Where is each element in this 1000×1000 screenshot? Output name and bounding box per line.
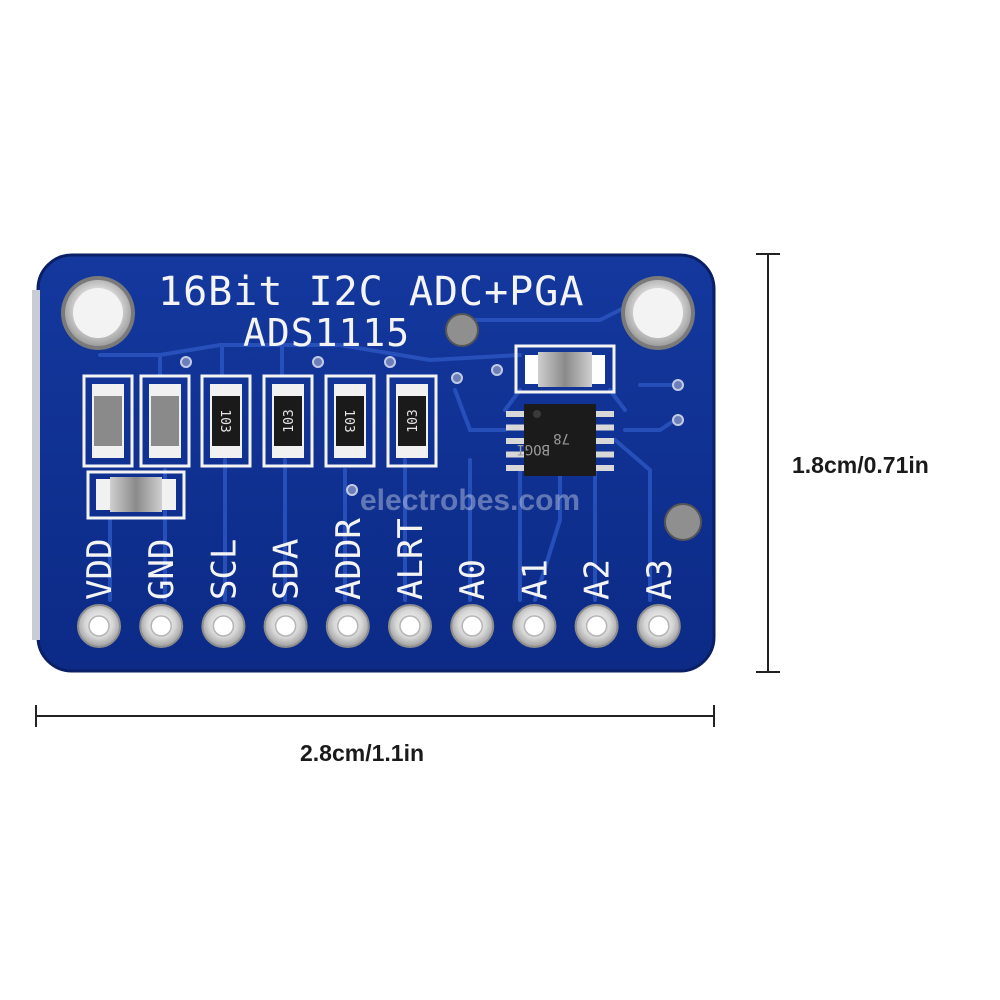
pin-pad-scl xyxy=(201,604,246,648)
chip-marking-line2: BOGI xyxy=(516,441,550,457)
width-dimension-line xyxy=(35,705,715,727)
vias xyxy=(180,356,684,496)
resistor: 103 xyxy=(324,374,376,468)
chip-pin xyxy=(506,411,524,417)
capacitor-top-right xyxy=(514,344,616,394)
chip-pin xyxy=(596,438,614,444)
pin-pad-a1 xyxy=(512,604,557,648)
resistor-code: 103 xyxy=(282,409,297,432)
chip-pin xyxy=(596,424,614,431)
capacitor-lower xyxy=(86,470,186,520)
pin-pad-gnd xyxy=(139,604,184,648)
chip-pin xyxy=(506,424,524,431)
height-dimension-label: 1.8cm/0.71in xyxy=(792,452,929,478)
pin-header: VDD GND SCL SDA ADDR ALRT A0 A1 A2 A3 xyxy=(77,518,681,648)
pin-pad-addr xyxy=(325,604,370,648)
fiducial-top xyxy=(445,313,479,347)
chip-pin xyxy=(596,465,614,471)
resistor: 103 xyxy=(262,374,314,468)
resistor-code: 103 xyxy=(341,409,356,432)
pin-pad-a2 xyxy=(574,604,619,648)
ads1115-chip: 78 BOGI xyxy=(506,404,614,476)
smd-components: 103 103 103 103 xyxy=(82,374,438,520)
mounting-hole-left xyxy=(61,276,135,350)
chip-pin xyxy=(506,438,524,444)
pin-label-addr: ADDR xyxy=(329,518,369,600)
pin-label-vdd: VDD xyxy=(80,539,120,600)
resistor: 103 xyxy=(386,374,438,468)
board-title: 16Bit I2C ADC+PGA xyxy=(158,269,584,315)
chip-pin xyxy=(596,411,614,417)
pin-pad-a3 xyxy=(636,604,681,648)
capacitor xyxy=(139,374,191,468)
resistor: 103 xyxy=(200,374,252,468)
chip-pin xyxy=(596,451,614,458)
mounting-hole-right xyxy=(621,276,695,350)
pin-pad-a0 xyxy=(450,604,495,648)
height-dimension-line xyxy=(756,253,780,673)
pin-label-sda: SDA xyxy=(267,539,307,600)
pin-pad-vdd xyxy=(77,604,121,648)
pin-pad-sda xyxy=(263,604,308,648)
pin-label-a0: A0 xyxy=(453,559,493,600)
width-dimension-label: 2.8cm/1.1in xyxy=(300,740,425,766)
pin-label-a2: A2 xyxy=(578,559,618,600)
pin-label-gnd: GND xyxy=(142,539,182,600)
chip-marking-line1: 78 xyxy=(553,430,570,446)
pin-label-alrt: ALRT xyxy=(391,518,431,600)
chip-pin xyxy=(506,451,524,458)
resistor-code: 103 xyxy=(406,409,421,432)
capacitor xyxy=(82,374,134,468)
fiducial-right xyxy=(664,503,702,541)
watermark: electrobes.com xyxy=(360,484,580,517)
pin-pad-alrt xyxy=(388,604,432,648)
chip-pin xyxy=(506,465,524,471)
pin-label-a1: A1 xyxy=(515,559,555,600)
resistor-code: 103 xyxy=(217,409,232,432)
board-model: ADS1115 xyxy=(243,311,410,355)
pin-label-scl: SCL xyxy=(204,539,244,600)
pin-label-a3: A3 xyxy=(640,559,680,600)
